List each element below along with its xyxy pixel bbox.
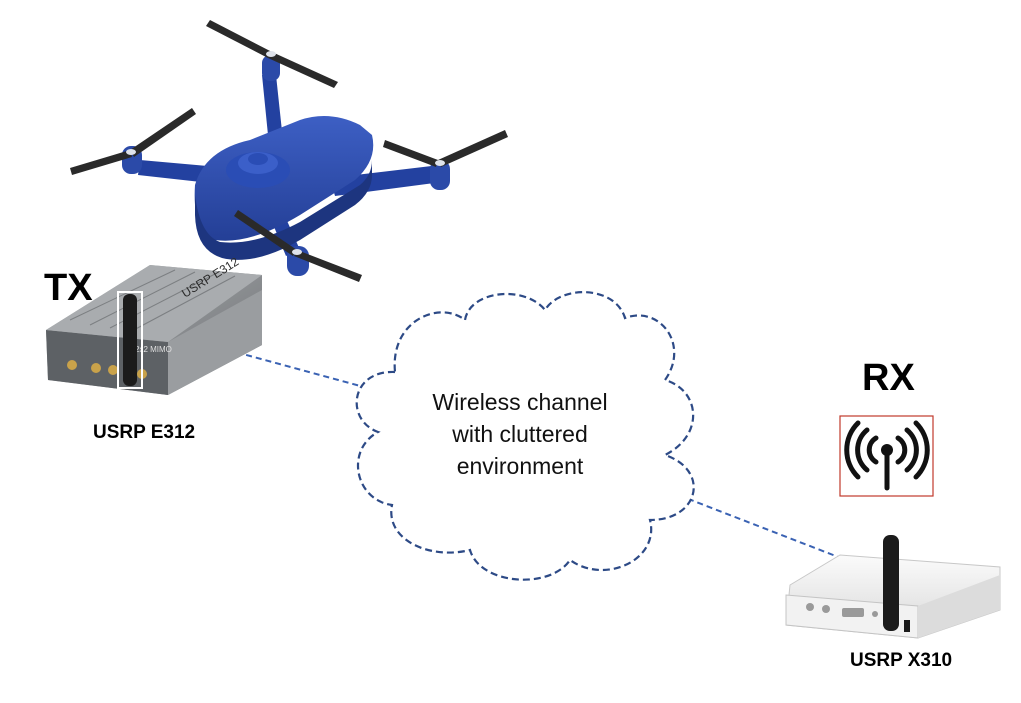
rx-label: RX — [862, 357, 915, 399]
rx-signal-icon-box — [839, 415, 934, 497]
channel-line-1: Wireless channel — [432, 389, 608, 415]
channel-line-2: with cluttered — [452, 421, 588, 447]
wireless-signal-icon — [844, 420, 930, 491]
rx-device-name: USRP X310 — [850, 650, 953, 671]
channel-line-3: environment — [456, 453, 584, 479]
tx-device-name: USRP E312 — [93, 422, 196, 443]
tx-label: TX — [44, 267, 93, 309]
e312-panel-print: 2x2 MIMO — [135, 345, 172, 354]
tx-antenna — [123, 294, 137, 386]
usrp-x310-device — [785, 535, 1001, 639]
drone-icon — [70, 20, 508, 282]
channel-description: Wireless channel with cluttered environm… — [395, 386, 645, 482]
rx-antenna — [883, 535, 899, 631]
usrp-e312-device: USRP E312 2x2 MIMO — [46, 254, 262, 395]
wireless-channel-cloud — [355, 291, 695, 581]
